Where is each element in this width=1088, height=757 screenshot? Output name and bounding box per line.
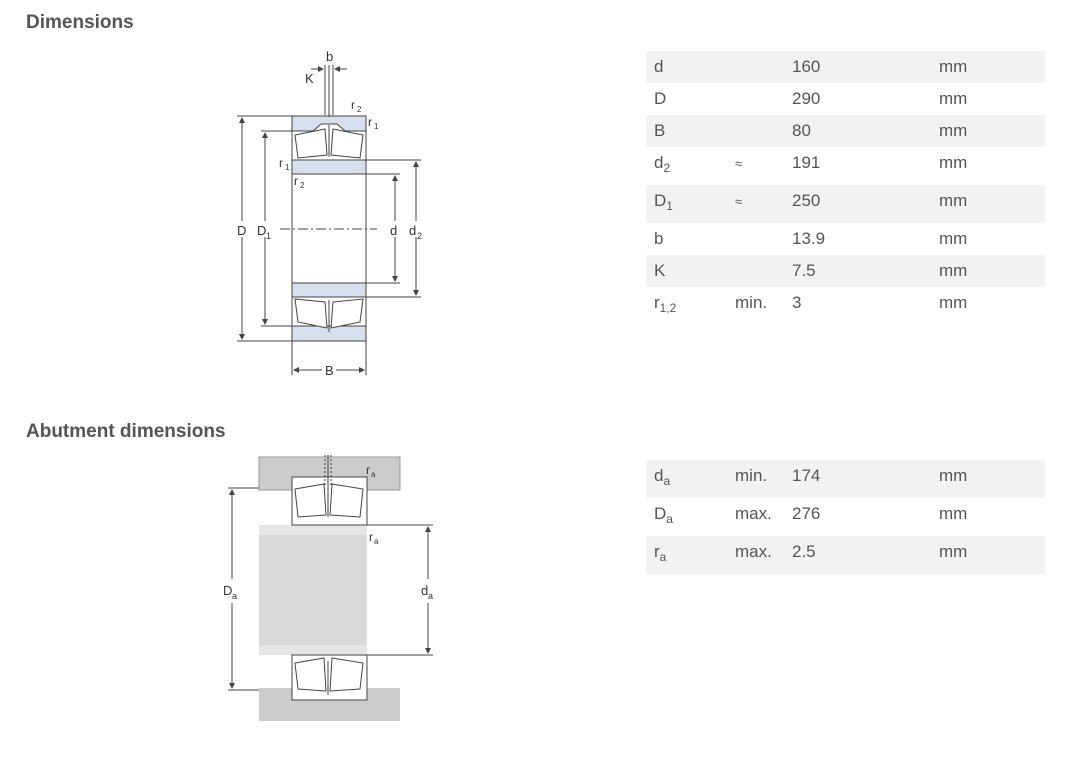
label-d: d — [390, 223, 397, 238]
label-r2-top: r — [351, 98, 355, 112]
label-K: K — [305, 71, 314, 86]
label-d2-sub: 2 — [417, 231, 422, 241]
dimension-row-D1: D1 ≈ 250 mm — [646, 185, 1045, 223]
label-r1-top: r — [368, 115, 372, 129]
row-symbol: Da — [654, 504, 673, 527]
label-ra-shaft-sub: a — [374, 537, 379, 546]
label-r2-top-sub: 2 — [357, 105, 362, 114]
row-symbol: r1,2 — [654, 293, 677, 316]
row-unit: mm — [939, 89, 968, 108]
label-D1: D — [257, 223, 266, 238]
label-Da: D — [223, 583, 232, 598]
row-value: 80 — [792, 121, 811, 140]
label-r1-top-sub: 1 — [374, 122, 379, 131]
abutment-dimensions-title: Abutment dimensions — [26, 421, 226, 442]
row-symbol: B — [654, 121, 666, 140]
dimension-row-d2: d2 ≈ 191 mm — [646, 147, 1045, 185]
dimension-row-r12: r1,2 min. 3 mm — [646, 287, 1045, 321]
row-value: 160 — [792, 57, 821, 76]
row-unit: mm — [939, 191, 968, 210]
row-unit: mm — [939, 153, 968, 172]
dimension-row-K: K 7.5 mm — [646, 255, 1045, 287]
row-unit: mm — [939, 504, 968, 523]
approx-symbol: ≈ — [735, 194, 743, 209]
row-symbol: da — [654, 466, 671, 489]
dimensions-title: Dimensions — [26, 12, 134, 33]
row-value: 290 — [792, 89, 821, 108]
row-unit: mm — [939, 293, 968, 312]
abutment-row-da: da min. 174 mm — [646, 460, 1045, 498]
row-unit: mm — [939, 542, 968, 561]
row-value: 13.9 — [792, 229, 826, 248]
dimension-row-b: b 13.9 mm — [646, 223, 1045, 255]
label-D: D — [237, 223, 246, 238]
row-unit: mm — [939, 121, 968, 140]
row-symbol: D1 — [654, 191, 673, 214]
label-da-sub: a — [428, 591, 433, 601]
row-unit: mm — [939, 229, 968, 248]
abutment-row-ra: ra max. 2.5 mm — [646, 536, 1045, 574]
label-ra-top: r — [366, 463, 370, 477]
bearing-dimensions-drawing: D D 1 d d 2 B b K r 2 r 1 r 1 r 2 — [225, 45, 435, 390]
row-symbol: K — [654, 261, 666, 280]
label-r1-left-sub: 1 — [285, 163, 290, 172]
row-value: 276 — [792, 504, 821, 523]
abutment-row-Da: Da max. 276 mm — [646, 498, 1045, 536]
row-symbol: b — [654, 229, 664, 248]
abutment-table: da min. 174 mm Da max. 276 mm ra max. 2.… — [646, 460, 1045, 574]
row-symbol: D — [654, 89, 667, 108]
row-value: 250 — [792, 191, 821, 210]
label-ra-top-sub: a — [371, 470, 376, 479]
row-value: 191 — [792, 153, 821, 172]
dimension-row-B: B 80 mm — [646, 115, 1045, 147]
row-value: 3 — [792, 293, 802, 312]
label-B: B — [325, 363, 334, 378]
row-symbol: ra — [654, 542, 667, 565]
label-Da-sub: a — [232, 591, 237, 601]
label-d2: d — [409, 223, 416, 238]
label-da: d — [421, 583, 428, 598]
row-qualifier: min. — [735, 466, 768, 485]
row-value: 174 — [792, 466, 821, 485]
row-symbol: d2 — [654, 153, 671, 176]
row-qualifier: max. — [735, 504, 772, 523]
row-unit: mm — [939, 466, 968, 485]
row-qualifier: max. — [735, 542, 772, 561]
label-r2-left: r — [294, 174, 298, 188]
label-ra-shaft: r — [369, 530, 373, 544]
row-symbol: d — [654, 57, 664, 76]
label-b: b — [326, 49, 333, 64]
abutment-drawing: D a d a r a r a — [218, 455, 443, 735]
label-r2-left-sub: 2 — [300, 181, 305, 190]
dimensions-table: d 160 mm D 290 mm B 80 mm d2 ≈ 191 mm D1… — [646, 51, 1045, 321]
row-value: 7.5 — [792, 261, 816, 280]
approx-symbol: ≈ — [735, 156, 743, 171]
row-unit: mm — [939, 261, 968, 280]
dimension-row-D: D 290 mm — [646, 83, 1045, 115]
row-value: 2.5 — [792, 542, 816, 561]
row-unit: mm — [939, 57, 968, 76]
label-r1-left: r — [279, 156, 283, 170]
dimension-row-d: d 160 mm — [646, 51, 1045, 83]
row-qualifier: min. — [735, 293, 768, 312]
label-D1-sub: 1 — [266, 231, 271, 241]
